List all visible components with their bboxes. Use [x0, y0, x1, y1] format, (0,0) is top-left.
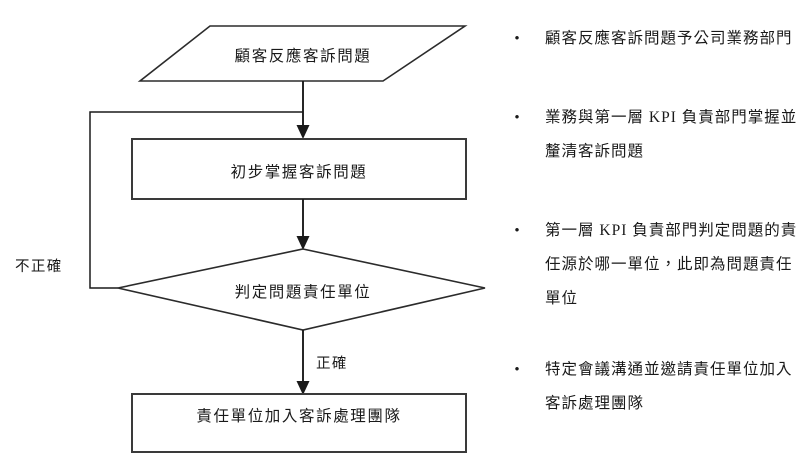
list-item-text: 業務與第一層 KPI 負責部門掌握並釐清客訴問題	[545, 109, 798, 160]
node-rect-join-complaint-team[interactable]	[131, 393, 467, 453]
node-label-determine-responsible-unit: 判定問題責任單位	[234, 284, 372, 301]
edge-label-incorrect: 不正確	[15, 259, 63, 275]
list-item: • 顧客反應客訴問題予公司業務部門	[500, 22, 800, 100]
notes-list: • 顧客反應客訴問題予公司業務部門 • 業務與第一層 KPI 負責部門掌握並釐清…	[500, 22, 800, 434]
node-label-initial-grasp: 初步掌握客訴問題	[230, 164, 368, 181]
edge-n3-to-n2-feedback-line	[89, 111, 303, 289]
list-item: • 業務與第一層 KPI 負責部門掌握並釐清客訴問題	[500, 101, 800, 213]
list-item-text: 第一層 KPI 負責部門判定問題的責任源於哪一單位，此即為問題責任單位	[545, 222, 798, 307]
bullet-icon: •	[514, 362, 520, 378]
bullet-icon: •	[514, 31, 520, 47]
list-item-text: 顧客反應客訴問題予公司業務部門	[545, 30, 793, 47]
node-label-join-complaint-team: 責任單位加入客訴處理團隊	[196, 408, 402, 425]
node-rect-initial-grasp[interactable]	[131, 138, 467, 200]
node-parallelogram-customer-report[interactable]	[137, 25, 468, 82]
edge-label-correct: 正確	[316, 356, 348, 372]
node-label-customer-report: 顧客反應客訴問題	[234, 48, 372, 65]
edge-n2-to-n3-arrowhead	[296, 236, 310, 250]
list-item-text: 特定會議溝通並邀請責任單位加入客訴處理團隊	[545, 361, 793, 412]
edge-n3-to-n4-arrowhead	[296, 381, 310, 395]
bullet-icon: •	[514, 223, 520, 239]
list-item: • 特定會議溝通並邀請責任單位加入客訴處理團隊	[500, 353, 800, 433]
bullet-icon: •	[514, 110, 520, 126]
list-item: • 第一層 KPI 負責部門判定問題的責任源於哪一單位，此即為問題責任單位	[500, 214, 800, 352]
edge-n1-to-n2-arrowhead	[296, 125, 310, 139]
